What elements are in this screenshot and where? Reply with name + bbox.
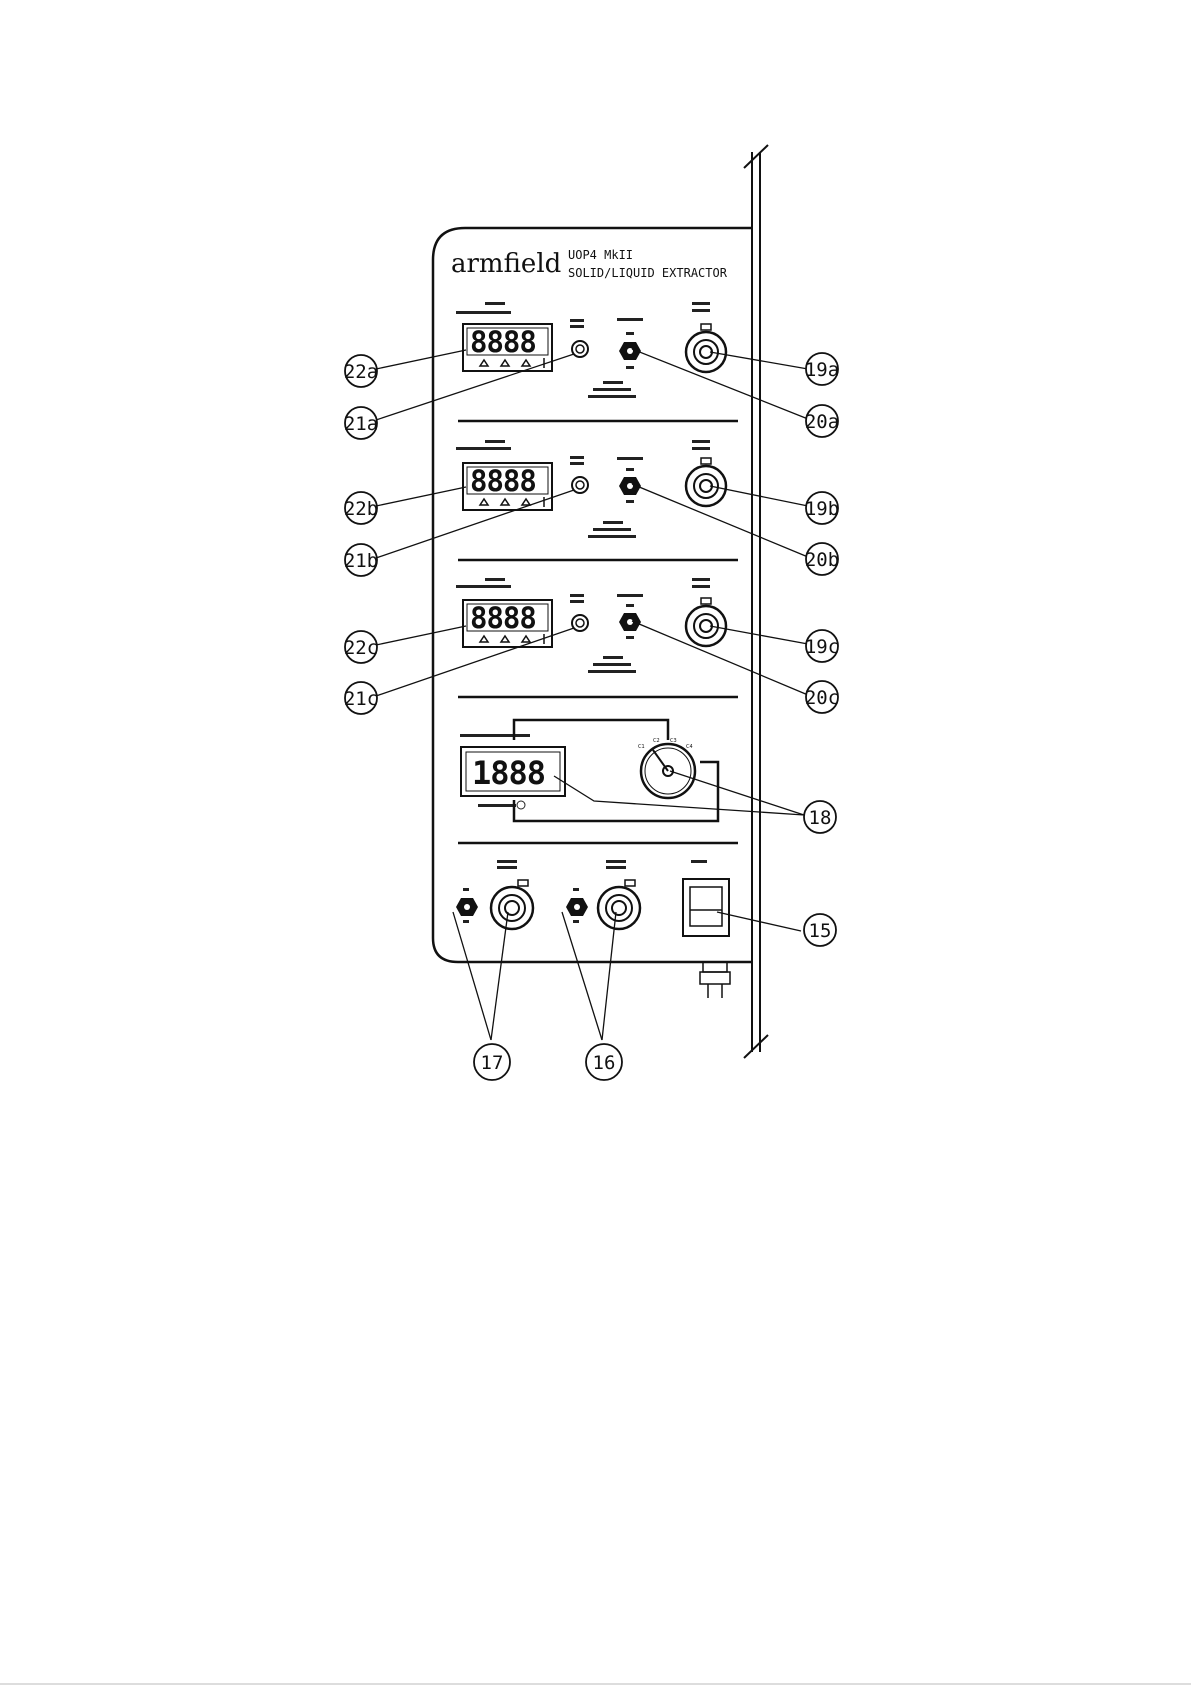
heater-switch-3 [619, 604, 641, 639]
bottom-section [456, 860, 730, 998]
svg-text:17: 17 [481, 1052, 504, 1074]
selector-label-c2: C2 [653, 738, 660, 744]
conductivity-meter: 1888 [461, 747, 565, 796]
model-line-2: SOLID/LIQUID EXTRACTOR [568, 266, 728, 280]
temperature-controller-2: 8888 [463, 463, 552, 510]
svg-text:20a: 20a [805, 411, 839, 433]
heater-switch-2 [619, 468, 641, 503]
callout-16: 16 [586, 1044, 622, 1080]
over-temp-indicator-3 [572, 615, 588, 631]
stirrer-speed-knob [491, 880, 533, 929]
stage-2: 8888 [456, 440, 726, 538]
svg-text:19c: 19c [805, 636, 839, 658]
callout-20a: 20a [805, 405, 839, 437]
svg-text:18: 18 [809, 807, 832, 829]
feed-pump-switch [566, 898, 588, 916]
svg-text:21b: 21b [344, 550, 378, 572]
svg-text:16: 16 [593, 1052, 616, 1074]
callout-15: 15 [804, 914, 836, 946]
leader-lines [376, 349, 808, 1040]
pump-speed-knob-3 [686, 598, 726, 646]
svg-text:20b: 20b [805, 549, 839, 571]
callout-22a: 22a [344, 355, 378, 387]
callout-22b: 22b [344, 492, 378, 524]
model-line-1: UOP4 MkII [568, 248, 633, 262]
over-temp-indicator-1 [572, 341, 588, 357]
controller-1-buttons [480, 358, 544, 368]
callout-20b: 20b [805, 543, 839, 575]
temperature-controller-1: 8888 [463, 324, 552, 371]
svg-text:20c: 20c [805, 687, 839, 709]
callout-17: 17 [474, 1044, 510, 1080]
callouts: 22a 21a 19a 20a 22b 21b 19b 20b [344, 353, 839, 1080]
selector-label-c1: C1 [638, 744, 645, 750]
callout-19b: 19b [805, 492, 839, 524]
selector-label-c4: C4 [686, 744, 693, 750]
callout-19a: 19a [805, 353, 839, 385]
svg-text:22a: 22a [344, 361, 378, 383]
temp-display-1: 8888 [470, 325, 536, 359]
sensor-selector-switch: C1 C2 C3 C4 [638, 738, 695, 798]
feed-pump-speed-knob [598, 880, 640, 929]
svg-text:22c: 22c [344, 637, 378, 659]
controller-2-buttons [480, 497, 544, 507]
callout-21b: 21b [344, 544, 378, 576]
stage-1: 8888 [456, 302, 726, 398]
controller-3-buttons [480, 634, 544, 644]
stage-3: 8888 [456, 578, 726, 673]
callout-21a: 21a [344, 407, 378, 439]
pump-speed-knob-2 [686, 458, 726, 506]
brand-logo: armfield [451, 249, 561, 279]
over-temp-indicator-2 [572, 477, 588, 493]
pump-speed-knob-1 [686, 324, 726, 372]
callout-21c: 21c [344, 682, 378, 714]
callout-18: 18 [804, 801, 836, 833]
callout-22c: 22c [344, 631, 378, 663]
svg-text:15: 15 [809, 920, 832, 942]
svg-text:19a: 19a [805, 359, 839, 381]
cable-gland [700, 962, 730, 998]
mains-switch [683, 879, 729, 936]
svg-text:21c: 21c [344, 688, 378, 710]
callout-19c: 19c [805, 630, 839, 662]
temp-display-2: 8888 [470, 464, 536, 498]
svg-text:22b: 22b [344, 498, 378, 520]
selector-label-c3: C3 [670, 738, 677, 744]
stirrer-switch [456, 898, 478, 916]
callout-20c: 20c [805, 681, 839, 713]
svg-text:19b: 19b [805, 498, 839, 520]
svg-text:21a: 21a [344, 413, 378, 435]
heater-switch-1 [619, 332, 641, 369]
conductivity-display: 1888 [472, 754, 545, 792]
conductivity-section: 1888 C1 C2 C3 C4 [460, 720, 718, 821]
temp-display-3: 8888 [470, 601, 536, 635]
